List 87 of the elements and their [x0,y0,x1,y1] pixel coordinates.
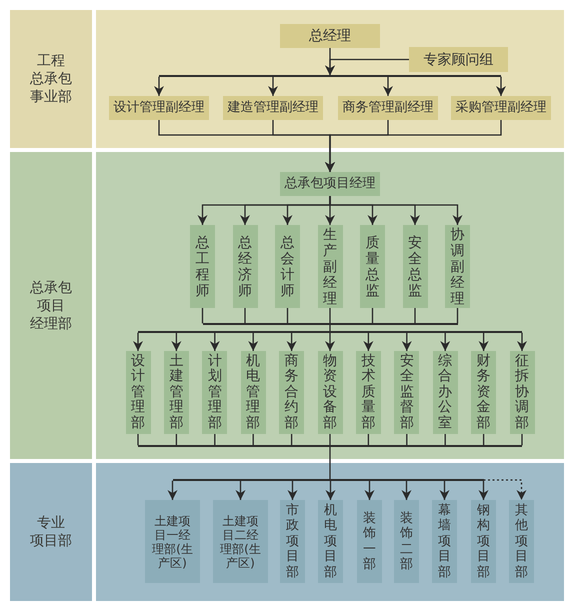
arrow [402,332,412,351]
department-box: 物资设备部 [318,351,342,434]
project-department-box: 其他项目部 [509,500,534,583]
role-box: 总经理 [280,24,380,48]
role-box: 采购管理副经理 [451,96,551,120]
section-header: 专业项目部 [10,463,92,601]
project-department-box: 装饰二部 [394,500,419,583]
connector-line [329,434,331,446]
connector-line [372,308,374,324]
arrow [440,480,450,500]
role-box: 协调副经理 [445,225,470,308]
section-band [10,463,564,601]
role-box: 总工程师 [190,225,215,308]
department-box: 安全监督部 [394,351,420,434]
project-department-box: 幕墙项目部 [432,500,457,583]
department-box: 计划管理部 [202,351,228,434]
arrow [325,332,335,351]
connector-line [202,308,204,324]
section-band [10,152,564,459]
advisory-group-box: 专家顾问组 [409,47,508,72]
role-box: 建造管理副经理 [223,96,323,120]
arrow [364,480,374,500]
role-box: 商务管理副经理 [338,96,438,120]
connector-line [521,434,523,446]
connector-line [252,434,254,446]
arrow [154,76,164,96]
connector-line [368,434,370,446]
arrow [288,480,298,500]
arrow [363,332,374,351]
department-box: 征拆协调部 [510,351,534,434]
connector-line [137,434,139,446]
arrow [133,332,143,351]
arrow [440,332,450,351]
arrow [168,480,178,500]
connector-line [329,446,331,480]
department-box: 财务资金部 [471,351,496,434]
dotted-arrow [484,479,526,500]
connector-line [214,434,216,446]
arrow [326,480,336,500]
role-box: 总会计师 [275,225,300,308]
department-box: 商务合约部 [279,351,304,434]
connector-line [244,308,246,324]
section-header: 工程总承包事业部 [10,10,92,148]
arrow [236,480,246,500]
arrow [478,332,489,351]
department-box: 机电管理部 [240,351,266,434]
project-department-box: 土建项目二经理部(生产区) [213,500,268,583]
arrow [268,76,278,96]
project-department-box: 市政项目部 [280,500,305,583]
arrow [248,332,258,351]
section-header: 总承包项目经理部 [10,152,92,459]
project-department-box: 钢构项目部 [471,500,496,583]
connector-line [444,434,446,446]
arrow [210,332,220,351]
connector-line [406,434,408,446]
arrow [402,480,412,500]
connector-line [329,324,331,332]
department-box: 综合办公室 [432,351,458,434]
arrow [286,332,297,351]
project-department-box: 装饰一部 [357,500,382,583]
arrow [383,76,393,96]
role-box: 总承包项目经理 [280,172,380,196]
role-box: 质量总监 [360,225,385,308]
connector-line [286,308,288,324]
role-box: 生产副经理 [318,225,342,308]
project-department-box: 土建项目一经理部(生产区) [145,500,200,583]
connector-line [329,308,331,324]
section-band [10,10,564,148]
role-box: 设计管理副经理 [109,96,209,120]
connector-line [290,434,292,446]
arrow [496,76,506,96]
arrow [517,332,527,351]
role-box: 总经济师 [232,225,258,308]
role-box: 安全总监 [402,225,428,308]
arrow [171,332,182,351]
arrow [478,480,488,500]
project-department-box: 机电项目部 [318,500,343,583]
arrow [325,58,409,76]
connector-line [482,434,484,446]
connector-line [456,308,458,324]
connector-line [414,308,416,324]
arrow [325,120,502,172]
department-box: 技术质量部 [356,351,381,434]
department-box: 土建管理部 [164,351,189,434]
department-box: 设计管理部 [126,351,150,434]
arrow [329,196,462,225]
connector-line [176,434,178,446]
